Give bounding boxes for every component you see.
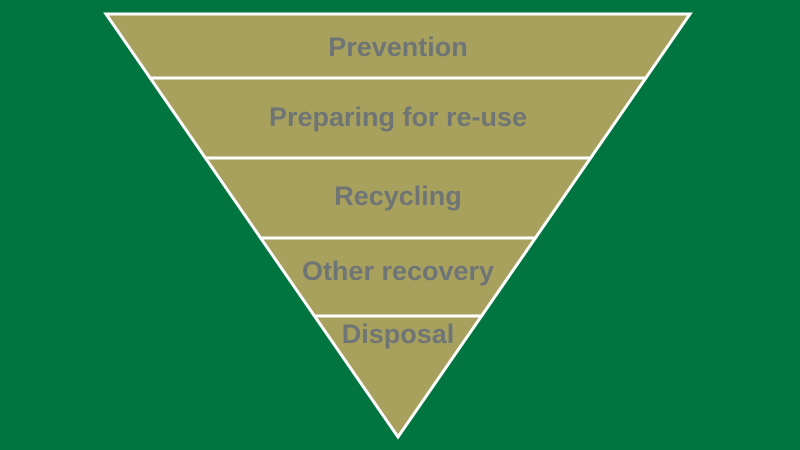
tier-disposal: Disposal — [311, 314, 485, 440]
tier-prevention-label: Prevention — [328, 32, 468, 62]
tier-disposal-label: Disposal — [342, 319, 455, 349]
tier-recycling: Recycling — [202, 156, 594, 240]
tier-disposal-band — [311, 314, 485, 440]
tier-preparing-for-re-use: Preparing for re-use — [147, 76, 649, 160]
tier-other-recovery-label: Other recovery — [302, 256, 494, 286]
tier-recycling-label: Recycling — [334, 181, 462, 211]
tier-other-recovery: Other recovery — [257, 236, 539, 318]
tier-preparing-for-re-use-label: Preparing for re-use — [269, 102, 527, 132]
tier-prevention: Prevention — [103, 12, 693, 80]
